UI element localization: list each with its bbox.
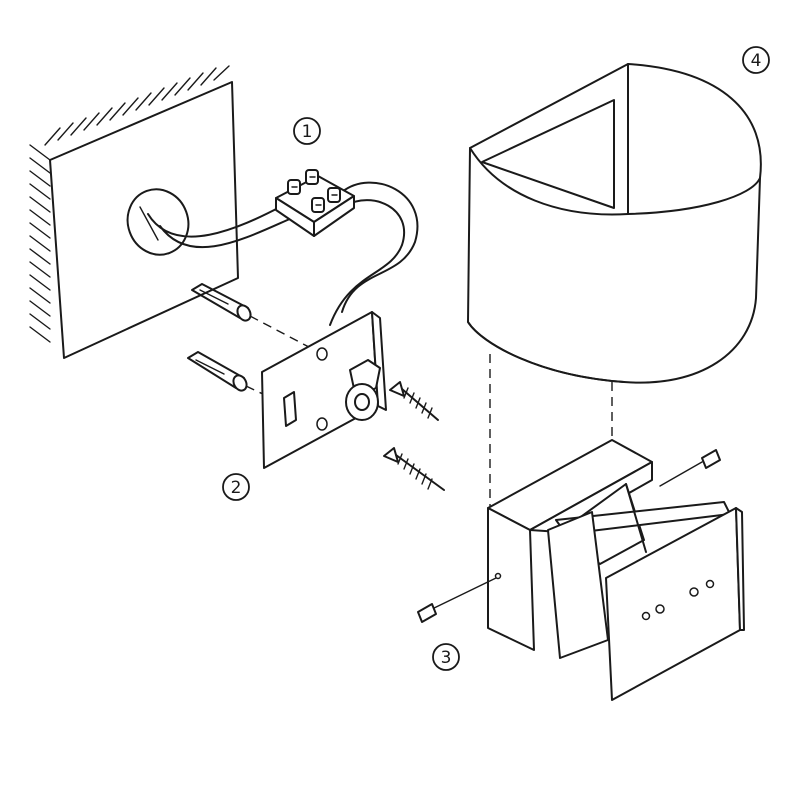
wall-plug-lower: [187, 351, 248, 392]
mounting-plate: [261, 311, 387, 469]
label-3-text: 3: [441, 648, 452, 668]
label-1-text: 1: [302, 122, 313, 142]
mains-cables: [147, 181, 419, 326]
label-3: 3: [432, 643, 460, 671]
wall-plug-upper: [191, 283, 252, 322]
screw-upper: [389, 381, 439, 421]
wall-face: [49, 81, 239, 359]
terminal-block: [275, 169, 355, 237]
label-2: 2: [222, 473, 250, 501]
set-screw-right: [659, 449, 721, 487]
label-2-text: 2: [231, 478, 242, 498]
wall-cable-hole: [126, 188, 190, 256]
wall-section: [29, 65, 239, 359]
screw-lower: [383, 447, 445, 491]
wall-hatching: [29, 65, 230, 343]
set-screw-left: [417, 577, 497, 623]
shade-guide-lines: [489, 354, 613, 506]
cable-clamp: [345, 359, 381, 421]
lamp-shade: [467, 63, 762, 384]
lamp-body: [487, 439, 745, 701]
wall-hole-edge: [139, 206, 159, 241]
label-1: 1: [293, 117, 321, 145]
label-4-text: 4: [751, 51, 762, 71]
label-4: 4: [742, 46, 770, 74]
